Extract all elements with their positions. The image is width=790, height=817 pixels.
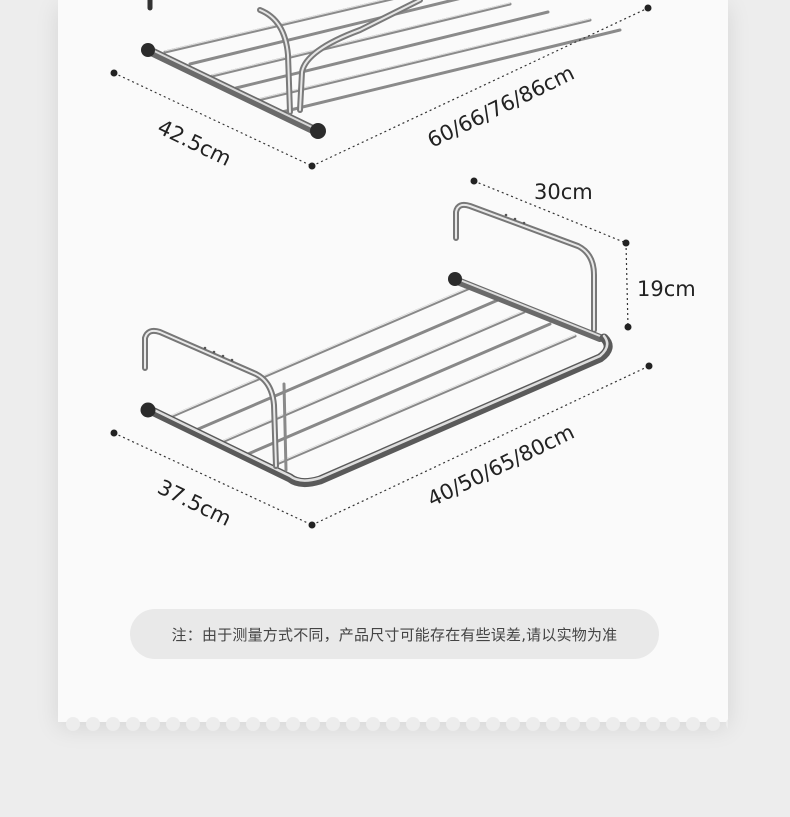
scallop-dot	[506, 717, 520, 731]
scallop-dot	[666, 717, 680, 731]
scallop-dot	[646, 717, 660, 731]
top-width-label: 60/66/76/86cm	[424, 61, 578, 153]
scallop-dot	[726, 717, 728, 731]
scallop-dot	[626, 717, 640, 731]
scallop-dot	[106, 717, 120, 731]
scallop-dot	[406, 717, 420, 731]
scallop-dot	[66, 717, 80, 731]
scallop-dot	[286, 717, 300, 731]
top-rack-dimension-lines	[110, 4, 652, 170]
scallop-dot	[206, 717, 220, 731]
scallop-dot	[566, 717, 580, 731]
scallop-dot	[226, 717, 240, 731]
scallop-dot	[526, 717, 540, 731]
bottom-side-label: 37.5cm	[154, 475, 235, 531]
scallop-dot	[486, 717, 500, 731]
scallop-dot	[146, 717, 160, 731]
bottom-depth-label: 30cm	[534, 180, 593, 204]
scallop-dot	[606, 717, 620, 731]
scallop-dot	[266, 717, 280, 731]
product-card	[58, 0, 728, 722]
scallop-dot	[86, 717, 100, 731]
scallop-dot	[126, 717, 140, 731]
bottom-width-label: 40/50/65/80cm	[424, 420, 578, 512]
scallop-dot	[346, 717, 360, 731]
bottom-rack-image	[140, 201, 613, 488]
measurement-disclaimer: 注：由于测量方式不同，产品尺寸可能存在有些误差,请以实物为准	[130, 609, 659, 659]
scallop-dot	[426, 717, 440, 731]
scallop-dot	[326, 717, 340, 731]
scallop-dot	[546, 717, 560, 731]
top-rack-image	[141, 0, 622, 139]
scallop-dot	[386, 717, 400, 731]
scallop-dot	[186, 717, 200, 731]
scallop-dot	[586, 717, 600, 731]
scallop-dot	[306, 717, 320, 731]
scalloped-edge	[58, 712, 728, 736]
scallop-dot	[446, 717, 460, 731]
bottom-height-label: 19cm	[637, 277, 696, 301]
scallop-dot	[466, 717, 480, 731]
scallop-dot	[366, 717, 380, 731]
scallop-dot	[246, 717, 260, 731]
scallop-dot	[166, 717, 180, 731]
top-depth-label: 42.5cm	[154, 115, 235, 171]
scallop-dot	[686, 717, 700, 731]
scallop-dot	[706, 717, 720, 731]
bottom-rack-dimension-lines	[110, 177, 653, 529]
